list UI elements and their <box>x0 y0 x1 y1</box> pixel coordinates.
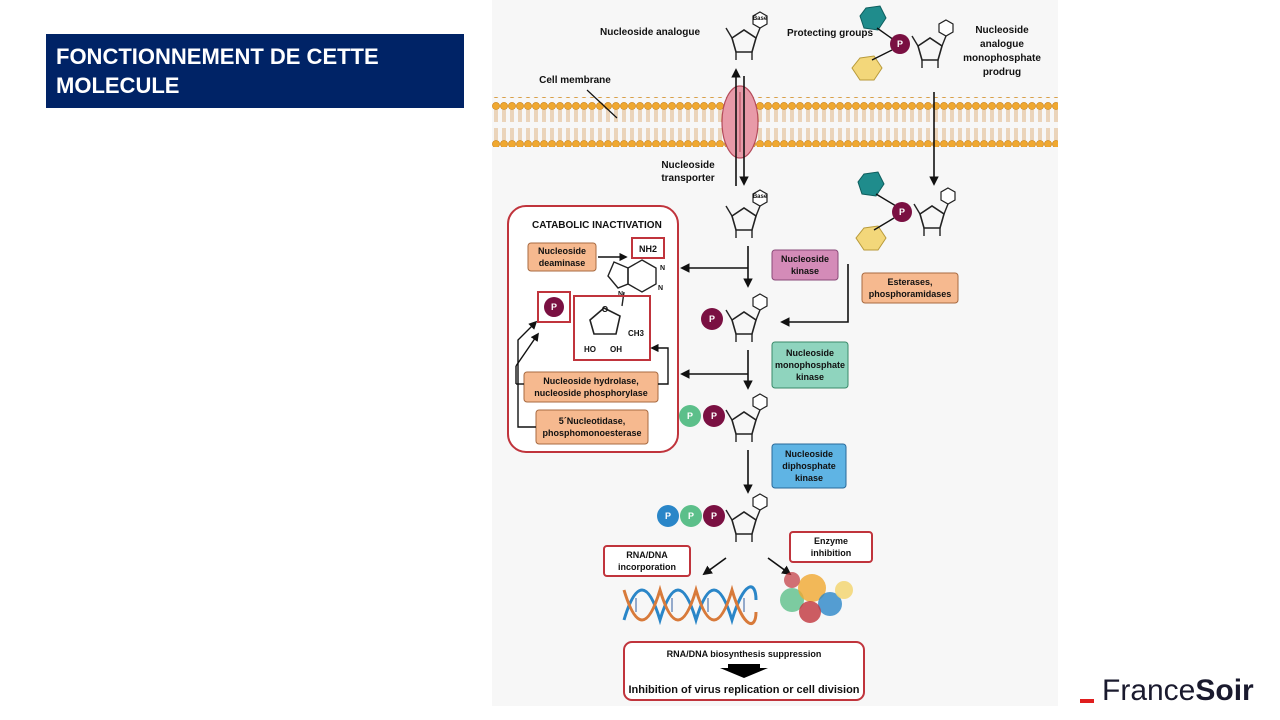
catabolic-title: CATABOLIC INACTIVATION <box>532 220 662 231</box>
cell-membrane-label: Cell membrane <box>539 75 611 86</box>
svg-text:P: P <box>711 411 717 421</box>
logo-accent-dash <box>1080 699 1094 703</box>
biosynthesis-suppression-label: RNA/DNA biosynthesis suppression <box>667 649 822 659</box>
francesoir-logo: FranceSoir <box>1078 672 1273 712</box>
svg-text:P: P <box>711 511 717 521</box>
svg-text:P: P <box>551 302 557 312</box>
svg-text:CH3: CH3 <box>628 329 645 338</box>
dna-helix-illustration <box>622 584 758 626</box>
prodrug-inside: P <box>855 171 956 251</box>
svg-text:O: O <box>602 305 608 314</box>
svg-text:N: N <box>658 285 663 292</box>
svg-text:OH: OH <box>610 345 622 354</box>
enzyme-protein-illustration <box>780 572 853 623</box>
slide-title: FONCTIONNEMENT DE CETTE MOLECULE <box>56 44 379 98</box>
svg-text:P: P <box>897 39 903 49</box>
svg-text:N: N <box>618 291 623 298</box>
protecting-groups-label: Protecting groups <box>787 28 874 39</box>
esterases-label: Esterases,phosphoramidases <box>869 277 952 299</box>
nucleoside-analogue-label: Nucleoside analogue <box>600 27 700 38</box>
cell-membrane: Cell membrane <box>492 75 1058 147</box>
svg-text:P: P <box>665 511 671 521</box>
hydrolase-label: Nucleoside hydrolase,nucleoside phosphor… <box>534 376 648 398</box>
slide-title-box: FONCTIONNEMENT DE CETTE MOLECULE <box>46 34 464 108</box>
svg-text:P: P <box>899 207 905 217</box>
base-label: Base <box>753 16 768 22</box>
logo-text: FranceSoir <box>1102 674 1254 707</box>
svg-text:P: P <box>687 411 693 421</box>
inhibition-replication-label: Inhibition of virus replication or cell … <box>628 684 859 696</box>
svg-text:N: N <box>660 265 665 272</box>
svg-text:P: P <box>709 314 715 324</box>
nucleotidase-label: 5´Nucleotidase,phosphomonoesterase <box>542 416 641 438</box>
nucleoside-analogue-top: Nucleoside analogue Base <box>600 11 768 61</box>
svg-text:P: P <box>688 511 694 521</box>
svg-text:HO: HO <box>584 345 596 354</box>
svg-text:Base: Base <box>753 194 768 200</box>
svg-text:NH2: NH2 <box>639 244 657 254</box>
mechanism-diagram: Nucleoside analogue Base Protecting grou… <box>492 0 1058 706</box>
